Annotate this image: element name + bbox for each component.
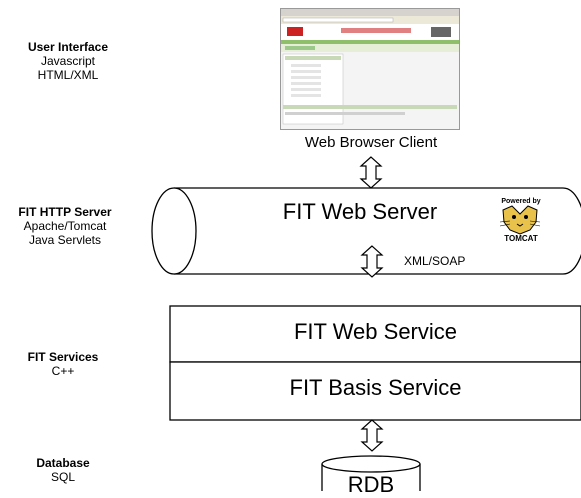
label-title: Database [36,456,90,470]
browser-thumbnail-graphic [281,9,459,125]
label-http-server: FIT HTTP Server Apache/Tomcat Java Servl… [2,205,128,247]
label-services: FIT Services C++ [8,350,118,378]
web-server-cylinder [151,187,581,275]
double-arrow-server-services [360,245,384,278]
web-service-label: FIT Web Service [293,319,457,344]
label-title: User Interface [27,40,109,54]
label-line: HTML/XML [37,68,99,82]
browser-screenshot-thumbnail [280,8,460,130]
label-line: Javascript [40,54,96,68]
double-arrow-services-database [360,419,384,452]
label-title: FIT HTTP Server [18,205,112,219]
protocol-label: XML/SOAP [404,254,466,268]
tomcat-logo [499,205,541,235]
label-line: SQL [50,470,75,484]
label-line: C++ [51,364,75,378]
powered-by-label: Powered by [501,198,541,205]
database-label: RDB [347,472,395,497]
tomcat-label: TOMCAT [504,234,538,243]
label-title: FIT Services [27,350,99,364]
label-line: Java Servlets [28,233,102,247]
label-database: Database SQL [8,456,118,484]
database-cylinder [321,455,421,491]
label-line: Apache/Tomcat [23,219,107,233]
basis-service-label: FIT Basis Service [289,375,462,400]
basis-service-box [169,361,581,421]
label-user-interface: User Interface Javascript HTML/XML [8,40,128,82]
web-service-box [169,305,581,363]
web-server-label: FIT Web Server [282,199,438,224]
double-arrow-browser-server [359,156,383,189]
browser-client-caption: Web Browser Client [304,134,438,151]
